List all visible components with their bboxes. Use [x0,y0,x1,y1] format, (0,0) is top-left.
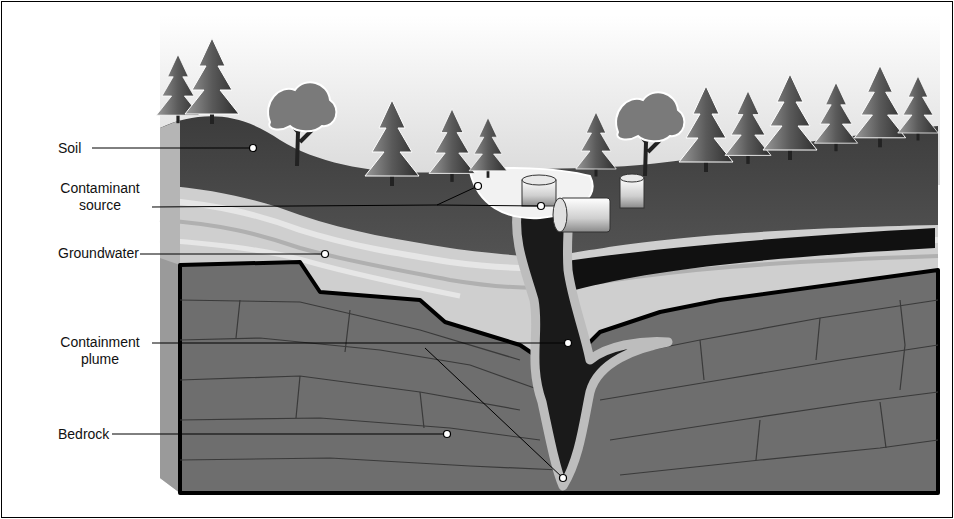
bedrock-side [160,258,180,493]
leader-lines [92,148,568,478]
plume-spread [560,228,935,290]
contaminant-plume [517,205,668,486]
part-label: Groundwater [58,245,148,262]
part-label: Containment plume [50,334,150,368]
barrels [522,174,644,232]
part-label: Soil [58,140,148,157]
trees [156,38,938,186]
leader-dots [250,145,572,482]
part-label: Bedrock [58,426,148,443]
part-label: Contaminant source [50,180,150,214]
block-side [160,120,180,493]
